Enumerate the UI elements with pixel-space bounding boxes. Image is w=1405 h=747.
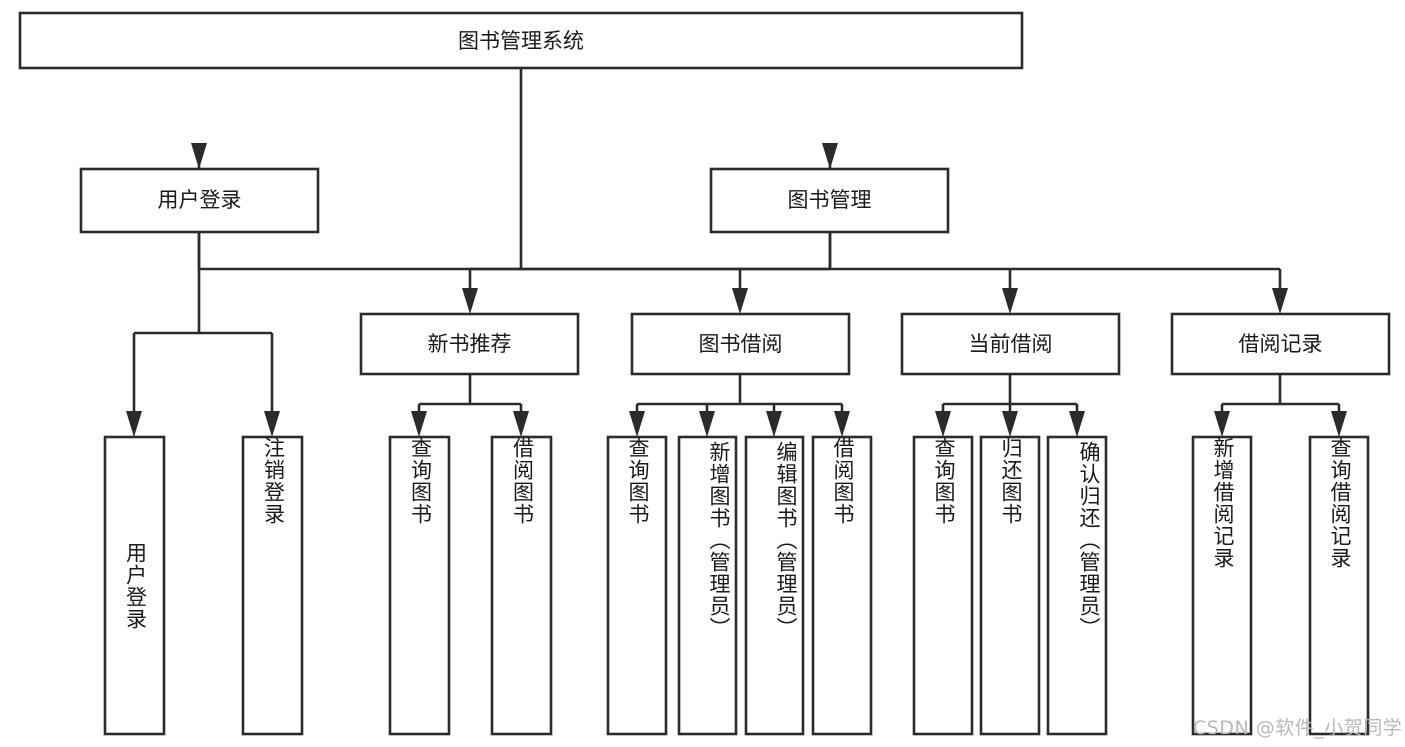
leaf-box-user-logout[interactable] (241, 435, 304, 736)
node-root-label: 图书管理系统 (458, 29, 584, 53)
connector-group-borrow-record (1220, 374, 1341, 418)
connector-group-book-manage (468, 232, 1282, 298)
node-root[interactable]: 图书管理系统 (18, 11, 1024, 70)
node-current-borrow[interactable]: 当前借阅 (900, 312, 1121, 376)
connector-group-new-book-recommend (417, 374, 523, 418)
leaf-box-borrow-book-2[interactable] (811, 435, 873, 736)
connector-group-user-login (132, 232, 274, 418)
leaf-box-query-book-3[interactable] (912, 435, 974, 736)
csdn-watermark: CSDN @软件_小贺同学 (1193, 717, 1403, 739)
leaf-box-query-book-2[interactable] (606, 435, 668, 736)
leaf-box-user-login[interactable] (103, 435, 166, 736)
leaf-box-edit-book-admin[interactable] (744, 435, 805, 736)
node-book-borrow[interactable]: 图书借阅 (630, 312, 851, 376)
leaf-box-borrow-book-1[interactable] (490, 435, 553, 736)
node-user-login[interactable]: 用户登录 (79, 167, 320, 234)
arrow-heads (126, 143, 1347, 437)
node-current-borrow-label: 当前借阅 (969, 332, 1053, 356)
leaf-box-query-borrow-record[interactable] (1308, 435, 1370, 736)
leaf-box-query-book-1[interactable] (388, 435, 451, 736)
node-user-login-label: 用户登录 (158, 188, 242, 212)
leaf-box-add-book-admin[interactable] (677, 435, 738, 736)
node-book-manage-label: 图书管理 (788, 188, 872, 212)
node-book-borrow-label: 图书借阅 (699, 332, 783, 356)
node-new-book-recommend[interactable]: 新书推荐 (359, 312, 580, 376)
leaf-box-return-book[interactable] (979, 435, 1041, 736)
node-new-book-recommend-label: 新书推荐 (428, 332, 512, 356)
node-borrow-record-label: 借阅记录 (1239, 332, 1323, 356)
leaf-box-add-borrow-record[interactable] (1191, 435, 1253, 736)
connector-group-book-borrow (635, 374, 844, 418)
leaf-boxes (103, 435, 1370, 736)
node-borrow-record[interactable]: 借阅记录 (1170, 312, 1391, 376)
leaf-box-confirm-return-admin[interactable] (1046, 435, 1108, 736)
node-book-manage[interactable]: 图书管理 (709, 167, 950, 234)
